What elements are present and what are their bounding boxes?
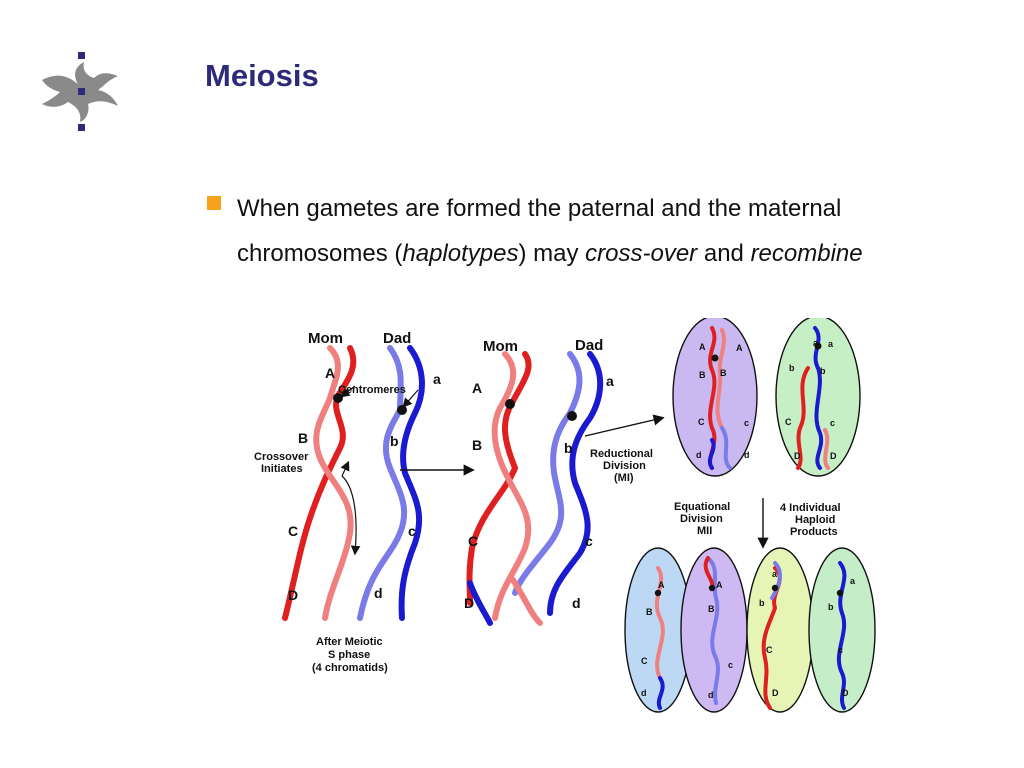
svg-text:d: d <box>744 450 750 460</box>
p2-centromere-mom <box>505 399 515 409</box>
svg-text:D: D <box>464 595 474 611</box>
svg-text:Division: Division <box>603 460 646 472</box>
centromere-dad <box>397 405 407 415</box>
bullet-square-icon <box>207 196 221 210</box>
svg-text:C: C <box>641 656 648 666</box>
p2-mom-tail <box>510 577 543 626</box>
svg-text:Products: Products <box>790 526 838 538</box>
label-haploid: 4 Individual <box>780 502 841 514</box>
svg-text:C: C <box>785 417 792 427</box>
svg-text:c: c <box>744 418 749 428</box>
crossover-arrow <box>341 475 361 556</box>
svg-text:a: a <box>433 371 441 387</box>
svg-text:d: d <box>708 690 714 700</box>
label-equational: Equational <box>674 501 730 513</box>
bullet-text: When gametes are formed the paternal and… <box>237 195 863 267</box>
svg-text:a: a <box>813 338 819 348</box>
svg-text:B: B <box>708 604 715 614</box>
university-flame-logo-icon <box>42 52 118 131</box>
svg-text:d: d <box>641 688 647 698</box>
panel-crossover <box>466 351 604 626</box>
svg-text:d: d <box>696 450 702 460</box>
p2-dad-tail <box>467 580 493 626</box>
svg-text:D: D <box>772 688 779 698</box>
label-crossover: Crossover <box>254 451 309 463</box>
label-dad-2: Dad <box>575 337 603 354</box>
svg-text:MII: MII <box>697 525 712 537</box>
svg-text:C: C <box>468 533 478 549</box>
svg-text:a: a <box>772 569 778 579</box>
svg-text:d: d <box>374 585 383 601</box>
slide-title: Meiosis <box>205 58 319 93</box>
svg-text:C: C <box>288 523 298 539</box>
dad-chromatid-2 <box>398 345 425 621</box>
p2-dad-2 <box>547 351 604 616</box>
p2-centromere-dad <box>567 411 577 421</box>
label-mom-2: Mom <box>483 338 518 355</box>
svg-text:c: c <box>830 418 835 428</box>
svg-text:b: b <box>820 366 826 376</box>
svg-text:A: A <box>716 580 723 590</box>
svg-text:A: A <box>658 580 665 590</box>
svg-text:a: a <box>828 339 834 349</box>
crossover-arrow-2 <box>340 460 350 477</box>
svg-text:C: C <box>698 417 705 427</box>
svg-text:B: B <box>699 370 706 380</box>
mom-chromatid-2 <box>313 345 354 621</box>
p2-mom-2 <box>491 351 532 621</box>
dad-chromatid-1 <box>357 345 408 621</box>
meiosis-diagram: Mom Dad A Centromeres a B b Crossover In… <box>254 318 876 713</box>
svg-text:A: A <box>472 380 482 396</box>
svg-text:b: b <box>828 602 834 612</box>
svg-text:B: B <box>646 607 653 617</box>
label-centromeres: Centromeres <box>338 384 406 396</box>
p2-mom-1 <box>466 351 532 606</box>
svg-text:c: c <box>408 523 416 539</box>
label-dad-1: Dad <box>383 330 411 347</box>
svg-text:(4 chromatids): (4 chromatids) <box>312 662 388 674</box>
svg-text:S phase: S phase <box>328 649 370 661</box>
svg-text:b: b <box>390 433 399 449</box>
svg-text:d: d <box>572 595 581 611</box>
centromere-arrow-2 <box>402 389 419 408</box>
svg-text:B: B <box>298 430 308 446</box>
label-after-s-phase: After Meiotic <box>316 636 383 648</box>
p2-dad-1 <box>512 351 583 596</box>
svg-text:D: D <box>794 451 801 461</box>
svg-text:Division: Division <box>680 513 723 525</box>
svg-text:c: c <box>838 645 843 655</box>
arrow-reductional <box>584 414 665 437</box>
svg-text:b: b <box>759 598 765 608</box>
svg-text:D: D <box>842 688 849 698</box>
svg-text:b: b <box>789 363 795 373</box>
svg-text:Haploid: Haploid <box>795 514 835 526</box>
centromere-arrow <box>340 385 356 398</box>
svg-text:A: A <box>325 365 335 381</box>
svg-text:a: a <box>850 576 856 586</box>
svg-text:(MI): (MI) <box>614 472 634 484</box>
svg-text:C: C <box>766 645 773 655</box>
label-mom-1: Mom <box>308 330 343 347</box>
svg-text:b: b <box>564 440 573 456</box>
svg-text:c: c <box>585 533 593 549</box>
svg-text:a: a <box>606 373 614 389</box>
svg-text:c: c <box>728 660 733 670</box>
svg-text:B: B <box>720 368 727 378</box>
svg-text:A: A <box>736 343 743 353</box>
svg-text:D: D <box>288 587 298 603</box>
svg-text:A: A <box>699 342 706 352</box>
svg-text:Initiates: Initiates <box>261 463 303 475</box>
svg-text:B: B <box>472 437 482 453</box>
label-reductional: Reductional <box>590 448 653 460</box>
svg-text:D: D <box>830 451 837 461</box>
cell-top-1 <box>672 318 758 477</box>
